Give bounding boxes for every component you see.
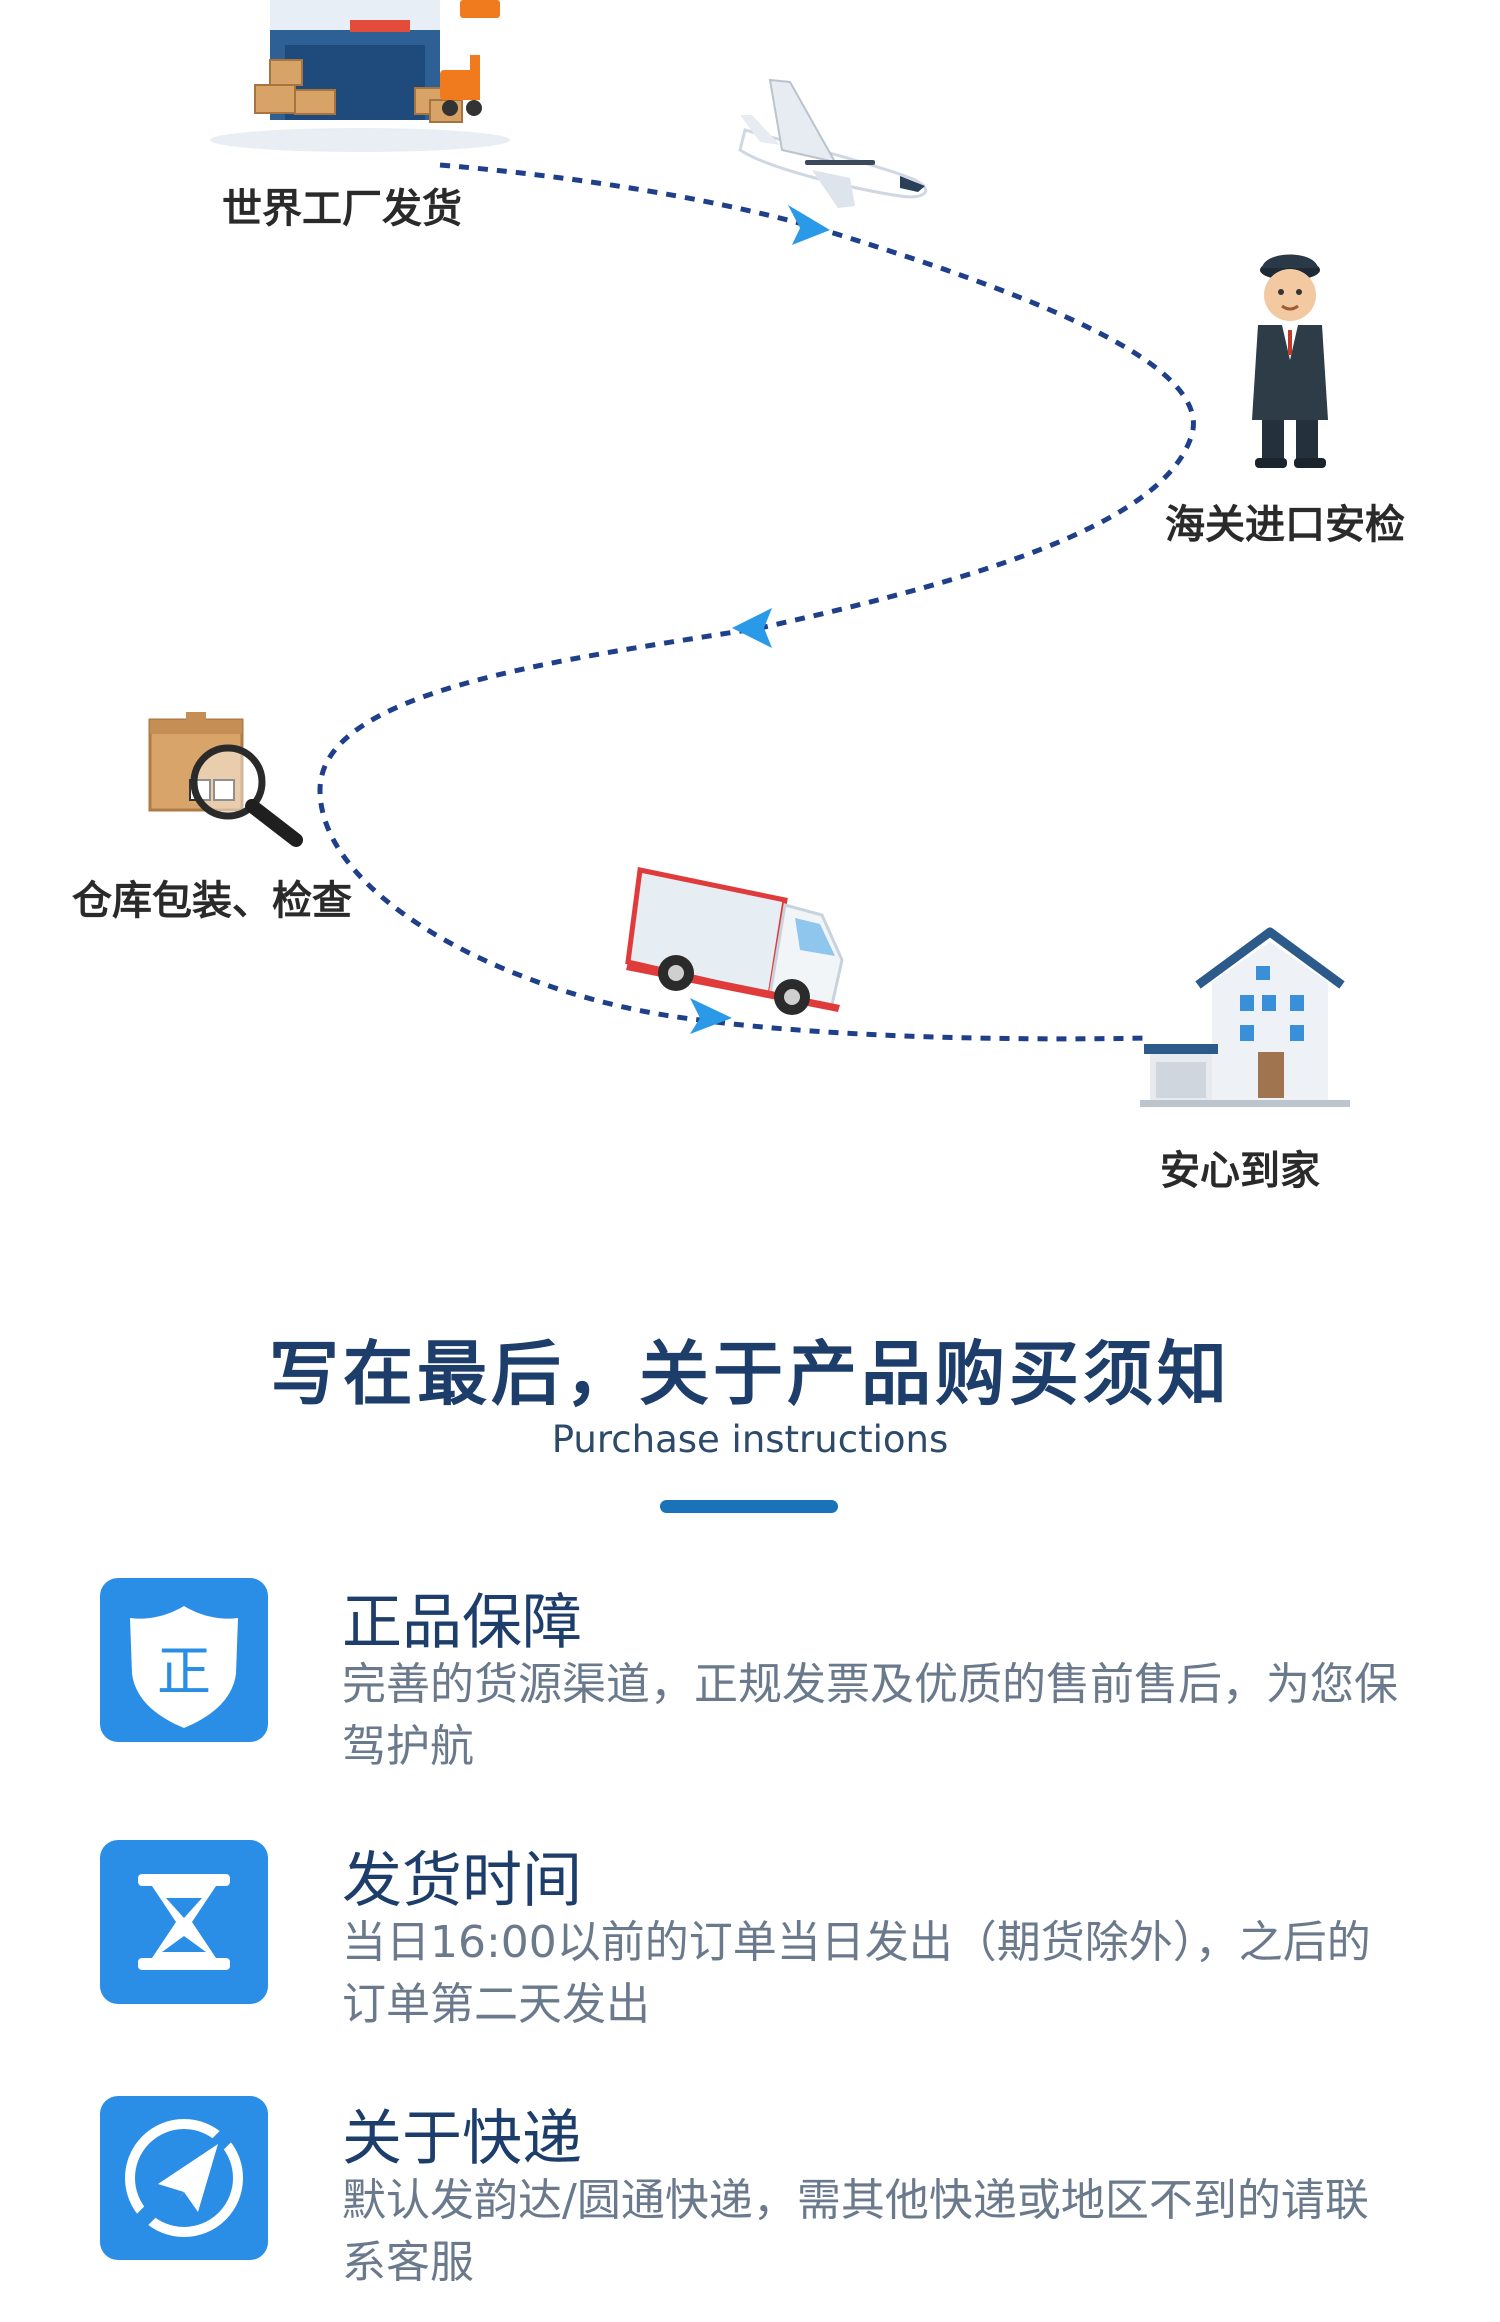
- customs-officer-icon: [1252, 254, 1328, 468]
- airplane-icon: [738, 78, 928, 208]
- hourglass-icon: [138, 1874, 230, 1970]
- flow-step-customs: 海关进口安检: [1165, 502, 1405, 548]
- feature-courier-desc: 默认发韵达/圆通快递，需其他快递或地区不到的请联系客服: [342, 2175, 1369, 2288]
- route-arrow-3: [690, 998, 732, 1034]
- feature-genuine-title: 正品保障: [342, 1588, 582, 1658]
- flow-step-warehouse: 仓库包装、检查: [72, 878, 352, 924]
- title-underline: [660, 1500, 838, 1513]
- feature-courier-title: 关于快递: [342, 2104, 582, 2174]
- truck-icon: [625, 867, 844, 1015]
- shield-icon: 正: [130, 1606, 238, 1728]
- paper-plane-icon: [125, 2119, 243, 2237]
- feature-courier-icon-tile: [100, 2096, 268, 2260]
- warehouse-icon: [210, 0, 510, 152]
- feature-genuine-icon-tile: 正: [100, 1578, 268, 1742]
- section-title: 写在最后，关于产品购买须知: [269, 1333, 1231, 1415]
- flow-step-home: 安心到家: [1160, 1148, 1320, 1194]
- feature-shipping-time-icon-tile: [100, 1840, 268, 2004]
- section-subtitle: Purchase instructions: [551, 1418, 949, 1461]
- logistics-flow-illustration: [148, 0, 1350, 1107]
- package-inspection-icon: [148, 712, 303, 847]
- feature-shipping-time-desc: 当日16:00以前的订单当日发出（期货除外），之后的订单第二天发出: [342, 1917, 1371, 2030]
- shield-badge-text: 正: [157, 1640, 211, 1703]
- house-icon: [1140, 927, 1350, 1107]
- flow-step-factory: 世界工厂发货: [222, 186, 462, 232]
- feature-shipping-time-title: 发货时间: [342, 1846, 582, 1916]
- feature-genuine-desc: 完善的货源渠道，正规发票及优质的售前售后，为您保驾护航: [342, 1659, 1398, 1772]
- route-arrow-1: [788, 205, 830, 245]
- route-arrow-2: [732, 608, 772, 648]
